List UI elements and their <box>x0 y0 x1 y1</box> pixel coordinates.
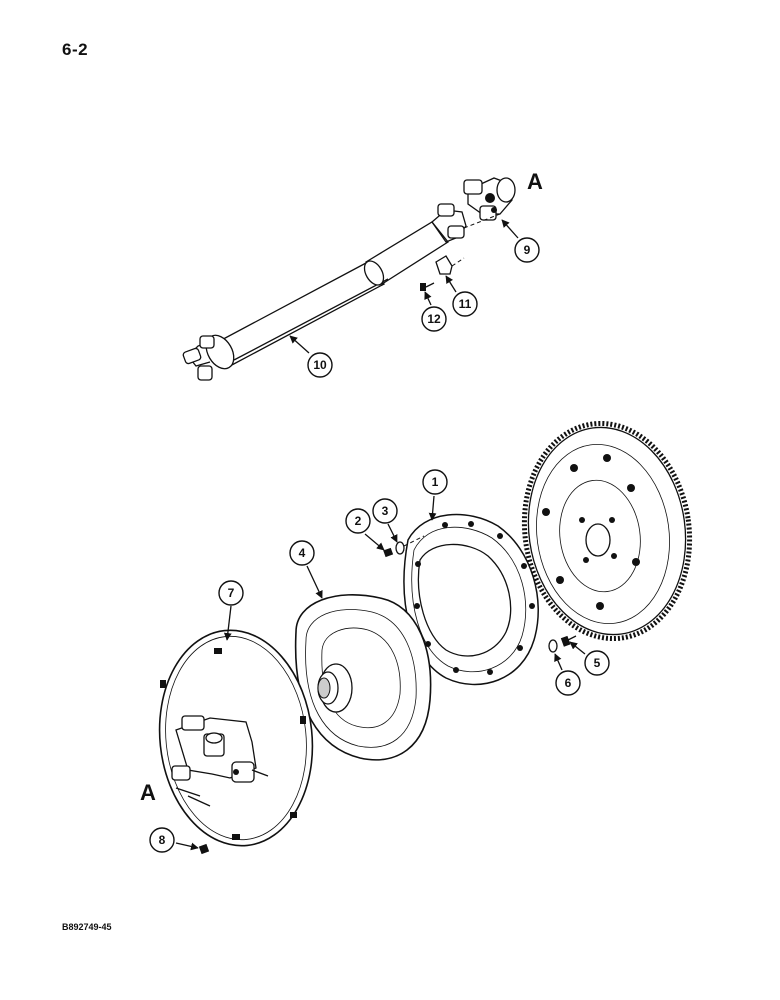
plate-bolt <box>383 547 394 558</box>
universal-joint <box>463 177 516 221</box>
callout-5: 5 <box>569 641 610 676</box>
svg-text:5: 5 <box>594 656 601 670</box>
leader-plate <box>403 535 425 547</box>
callout-11: 11 <box>445 275 478 317</box>
svg-text:12: 12 <box>427 312 441 326</box>
pump-housing <box>158 629 314 847</box>
svg-text:1: 1 <box>432 475 439 489</box>
drawing-code: B892749-45 <box>62 922 112 932</box>
plate-washer <box>395 541 405 555</box>
callout-2: 2 <box>345 508 385 551</box>
callout-8: 8 <box>149 827 199 853</box>
strap-bolt <box>420 282 435 291</box>
svg-text:6: 6 <box>565 676 572 690</box>
svg-text:7: 7 <box>228 586 235 600</box>
flywheel-washer <box>548 639 558 653</box>
ref-letter-a-lower: A <box>140 780 156 805</box>
callout-12: 12 <box>421 291 447 332</box>
callout-6: 6 <box>554 653 581 696</box>
callout-7: 7 <box>218 580 244 641</box>
flywheel <box>521 420 693 642</box>
svg-text:11: 11 <box>459 297 472 311</box>
callout-10: 10 <box>289 335 333 378</box>
housing-bolt <box>198 843 210 855</box>
svg-text:4: 4 <box>299 546 306 560</box>
svg-text:2: 2 <box>355 514 362 528</box>
strap <box>435 255 465 275</box>
svg-text:3: 3 <box>382 504 389 518</box>
flywheel-bolt <box>560 635 577 647</box>
callout-3: 3 <box>372 498 398 543</box>
callout-1: 1 <box>422 469 448 521</box>
ref-letter-a-upper: A <box>527 169 543 194</box>
callout-9: 9 <box>501 219 540 263</box>
page-number: 6-2 <box>62 40 89 59</box>
callout-4: 4 <box>289 540 323 599</box>
svg-text:8: 8 <box>159 833 166 847</box>
svg-text:10: 10 <box>313 358 327 372</box>
svg-text:9: 9 <box>524 243 531 257</box>
torque-converter <box>294 594 432 761</box>
drive-shaft <box>182 203 467 381</box>
flex-plate <box>403 513 539 686</box>
